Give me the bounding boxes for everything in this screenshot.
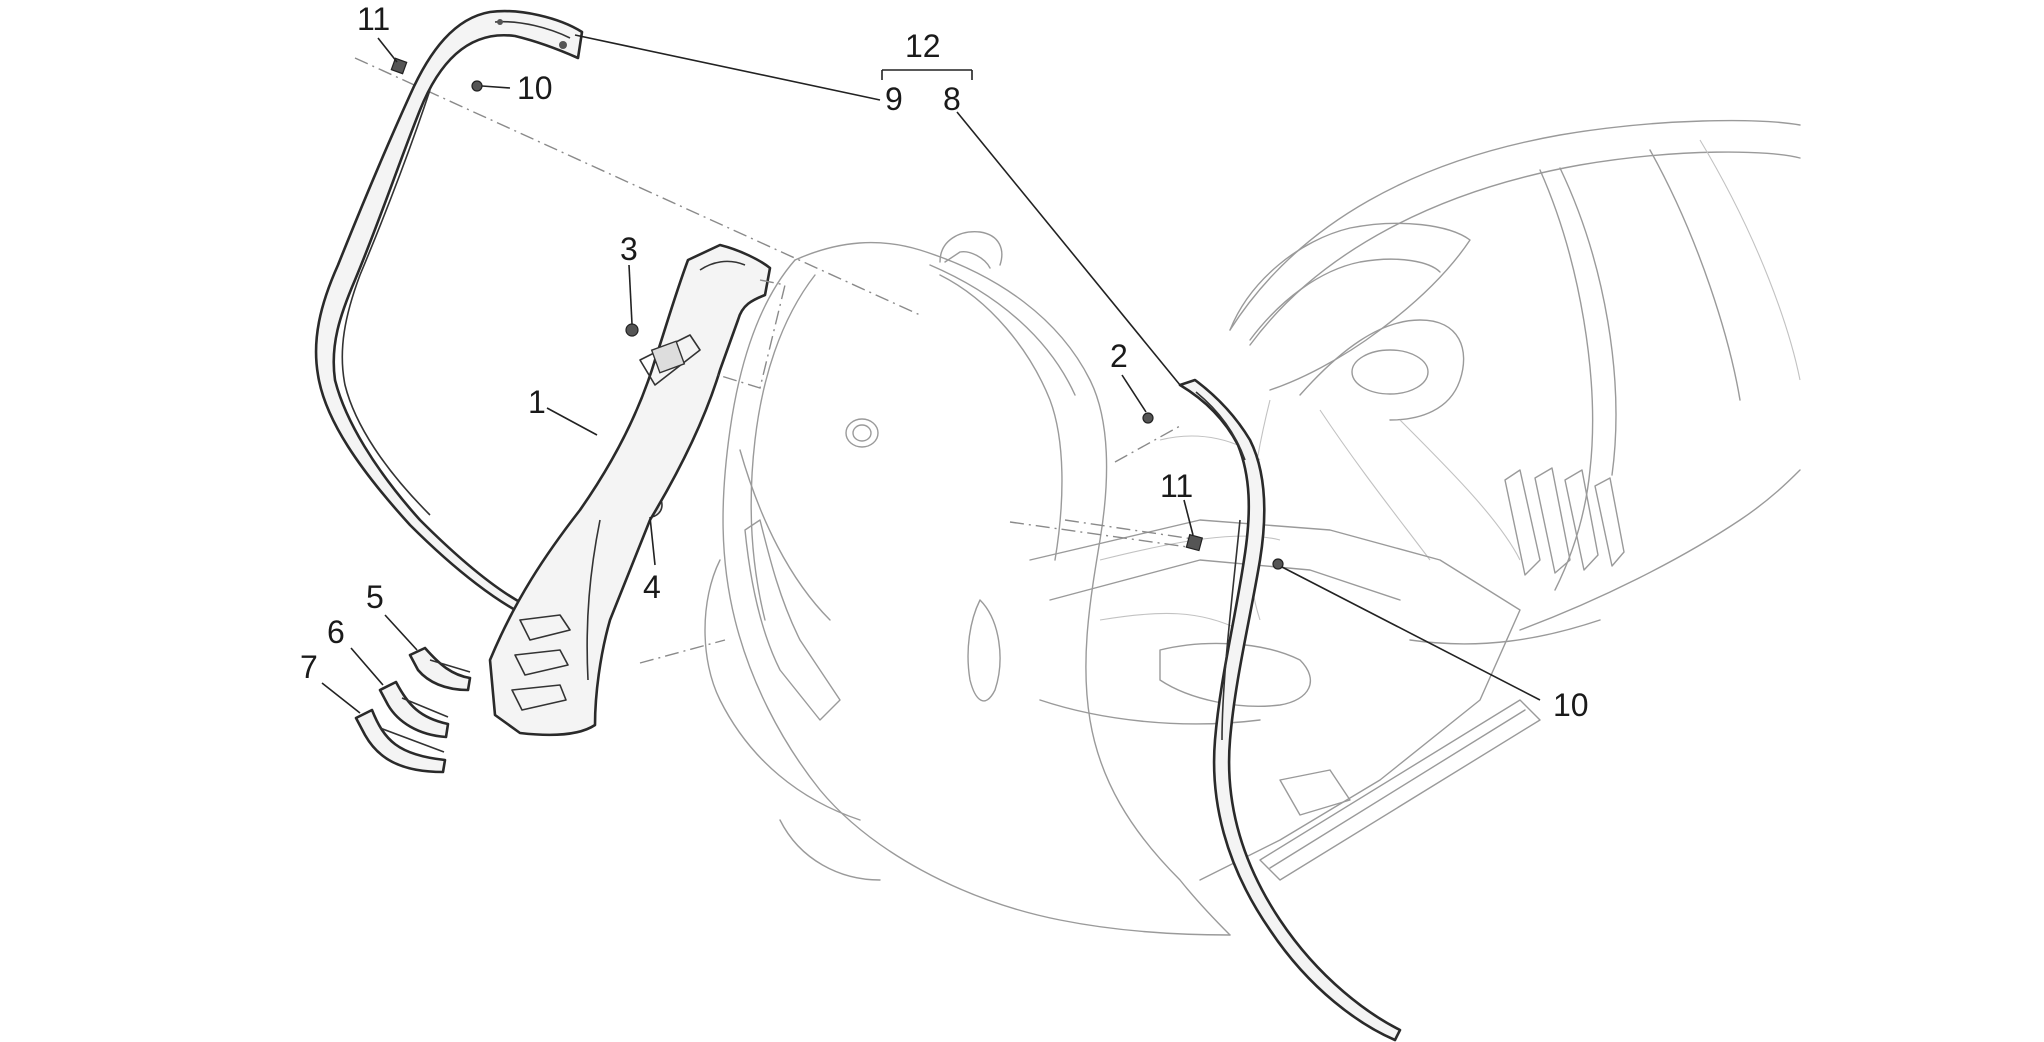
nut-11-right (1185, 533, 1204, 552)
label-6: 6 (327, 614, 345, 650)
bolt-2 (1142, 412, 1154, 424)
label-11-right: 11 (1160, 468, 1193, 504)
bolt-10-right (1272, 558, 1284, 570)
label-10-top: 10 (517, 70, 553, 106)
label-12: 12 (905, 28, 941, 64)
edge-trim-part-8 (1178, 378, 1402, 1042)
bolt-10-upper (471, 80, 483, 92)
scooter-body-outline (704, 119, 1801, 936)
label-3: 3 (620, 231, 638, 267)
trim-strip-7 (354, 708, 447, 774)
bolt-3 (625, 323, 639, 337)
label-5: 5 (366, 579, 384, 615)
label-9: 9 (885, 81, 903, 117)
trim-strip-6 (378, 680, 450, 739)
label-8: 8 (943, 81, 961, 117)
label-10-right: 10 (1553, 687, 1589, 723)
label-1: 1 (528, 384, 546, 420)
nut-11-upper (390, 57, 408, 75)
callout-labels: 11 10 12 9 8 3 1 4 2 11 10 5 6 7 (300, 1, 1589, 723)
label-2: 2 (1110, 338, 1128, 374)
label-7: 7 (300, 649, 318, 685)
leader-lines (321, 34, 1541, 714)
horn-trim-gasket (314, 9, 584, 622)
label-4: 4 (643, 569, 661, 605)
label-11-top: 11 (357, 1, 390, 37)
assembly-axes (354, 57, 1201, 664)
trim-strip-5 (408, 646, 472, 692)
front-cover-part-1 (488, 243, 772, 737)
